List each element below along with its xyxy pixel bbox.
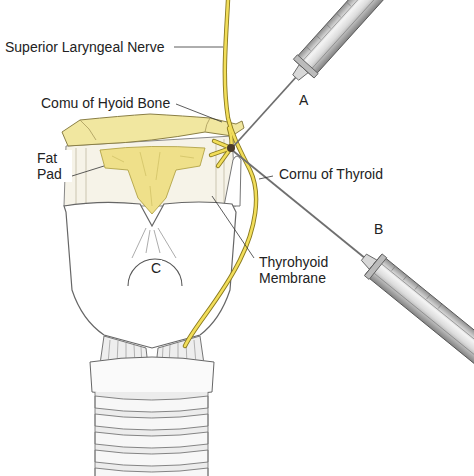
thyroid-lines — [128, 228, 182, 286]
part-label: Comu of Hyoid Bone — [40, 95, 171, 111]
callout-letter: C — [150, 260, 162, 276]
callout-letter: B — [373, 221, 384, 237]
puncture-point — [227, 144, 235, 152]
part-label: Superior Laryngeal Nerve — [4, 39, 166, 55]
callout-letter: A — [298, 92, 309, 108]
hyoid-edge — [80, 118, 210, 140]
thyroid-cornu — [224, 156, 241, 206]
fat-pad-texture — [112, 152, 194, 206]
syringe — [222, 0, 449, 157]
part-label: Fat Pad — [36, 150, 72, 182]
thyroid-cartilage — [64, 202, 236, 348]
part-label: Thyrohyoid Membrane — [258, 254, 346, 286]
cricoid-cartilage — [90, 357, 214, 396]
syringe — [223, 139, 474, 402]
part-label: Cornu of Thyroid — [278, 166, 384, 182]
trachea — [95, 392, 208, 476]
leader-lines — [72, 47, 273, 258]
laryngeal-nerve — [185, 0, 256, 346]
